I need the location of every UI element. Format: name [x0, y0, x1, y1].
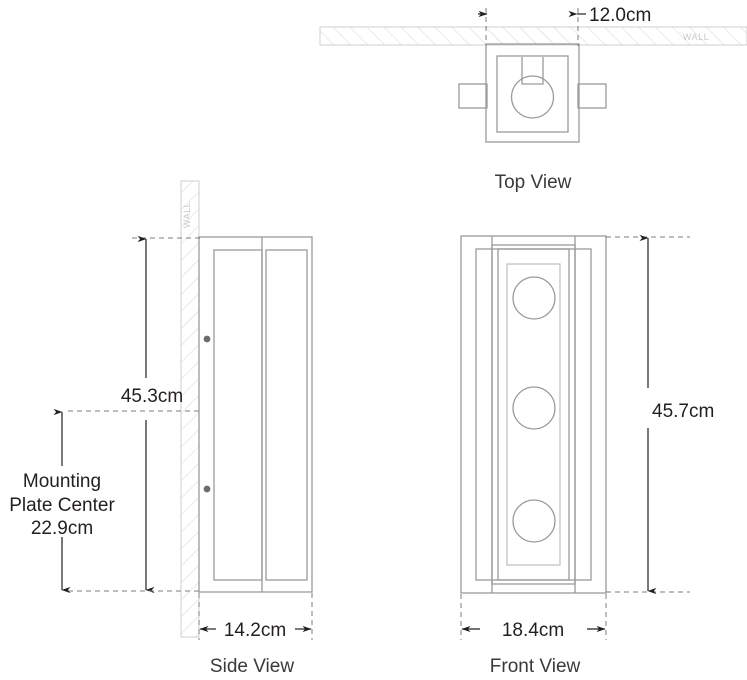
top-view-bulb — [510, 75, 555, 119]
top-view-socket-neck — [521, 57, 544, 85]
dimension-label-14-2cm: 14.2cm — [224, 620, 286, 641]
top-view-left-arm — [577, 83, 607, 109]
top-view-left-arm — [458, 83, 488, 109]
wall-band — [319, 26, 747, 46]
front-view-outer-body — [460, 235, 607, 594]
side-view-group: WALL 45.3cm Mounting — [9, 180, 313, 677]
side-view-dimension-45-3: 45.3cm — [68, 235, 200, 594]
mounting-screw-upper — [203, 335, 211, 343]
mounting-plate-line1: Mounting — [23, 471, 101, 492]
side-view-dimension-14-2: 14.2cm — [198, 593, 313, 641]
lamp-circle-middle — [512, 386, 556, 430]
lamp-circle-top — [512, 276, 556, 320]
dimension-label-18-4cm: 18.4cm — [502, 620, 564, 641]
wall-label-side: WALL — [182, 202, 192, 228]
front-view-diffuser-panel — [506, 263, 561, 566]
front-view-inner-frame — [497, 248, 570, 581]
mounting-plate-line3: 22.9cm — [31, 518, 93, 539]
side-view-front-panel — [213, 249, 263, 581]
dimension-label-12cm: 12.0cm — [589, 5, 651, 26]
top-view-outer-body — [485, 43, 580, 143]
top-view-inner-body — [496, 55, 569, 133]
top-view-group: WALL 12.0cm Top View — [319, 5, 747, 193]
top-view-dimension-12: 12.0cm — [478, 5, 651, 46]
lamp-circle-bottom — [512, 499, 556, 543]
mounting-screw-lower — [203, 485, 211, 493]
front-view-lamps — [512, 276, 556, 543]
front-view-dimension-45-7: 45.7cm — [606, 234, 714, 595]
front-view-label: Front View — [490, 656, 581, 677]
side-view-label: Side View — [210, 656, 294, 677]
top-view-label: Top View — [495, 172, 572, 193]
wall-band-vertical — [180, 180, 200, 638]
front-view-frame-band — [475, 248, 592, 581]
dimension-label-45-3cm: 45.3cm — [121, 386, 183, 407]
side-view-fixture — [198, 236, 313, 593]
dimension-label-45-7cm: 45.7cm — [652, 401, 714, 422]
front-view-group: 45.7cm 18.4cm Front View — [460, 234, 714, 677]
top-view-wall: WALL — [319, 26, 747, 46]
top-view-fixture — [458, 43, 607, 143]
side-view-outer-body — [198, 236, 313, 593]
side-view-back-panel — [265, 249, 308, 581]
wall-label-top: WALL — [683, 32, 709, 42]
front-view-fixture — [460, 235, 607, 594]
front-view-center-column — [491, 244, 576, 585]
side-view-mounting-plate-annotation: Mounting Plate Center 22.9cm — [9, 408, 200, 594]
front-view-dimension-18-4: 18.4cm — [460, 594, 607, 641]
mounting-plate-line2: Plate Center — [9, 495, 115, 516]
side-view-wall: WALL — [180, 180, 200, 638]
